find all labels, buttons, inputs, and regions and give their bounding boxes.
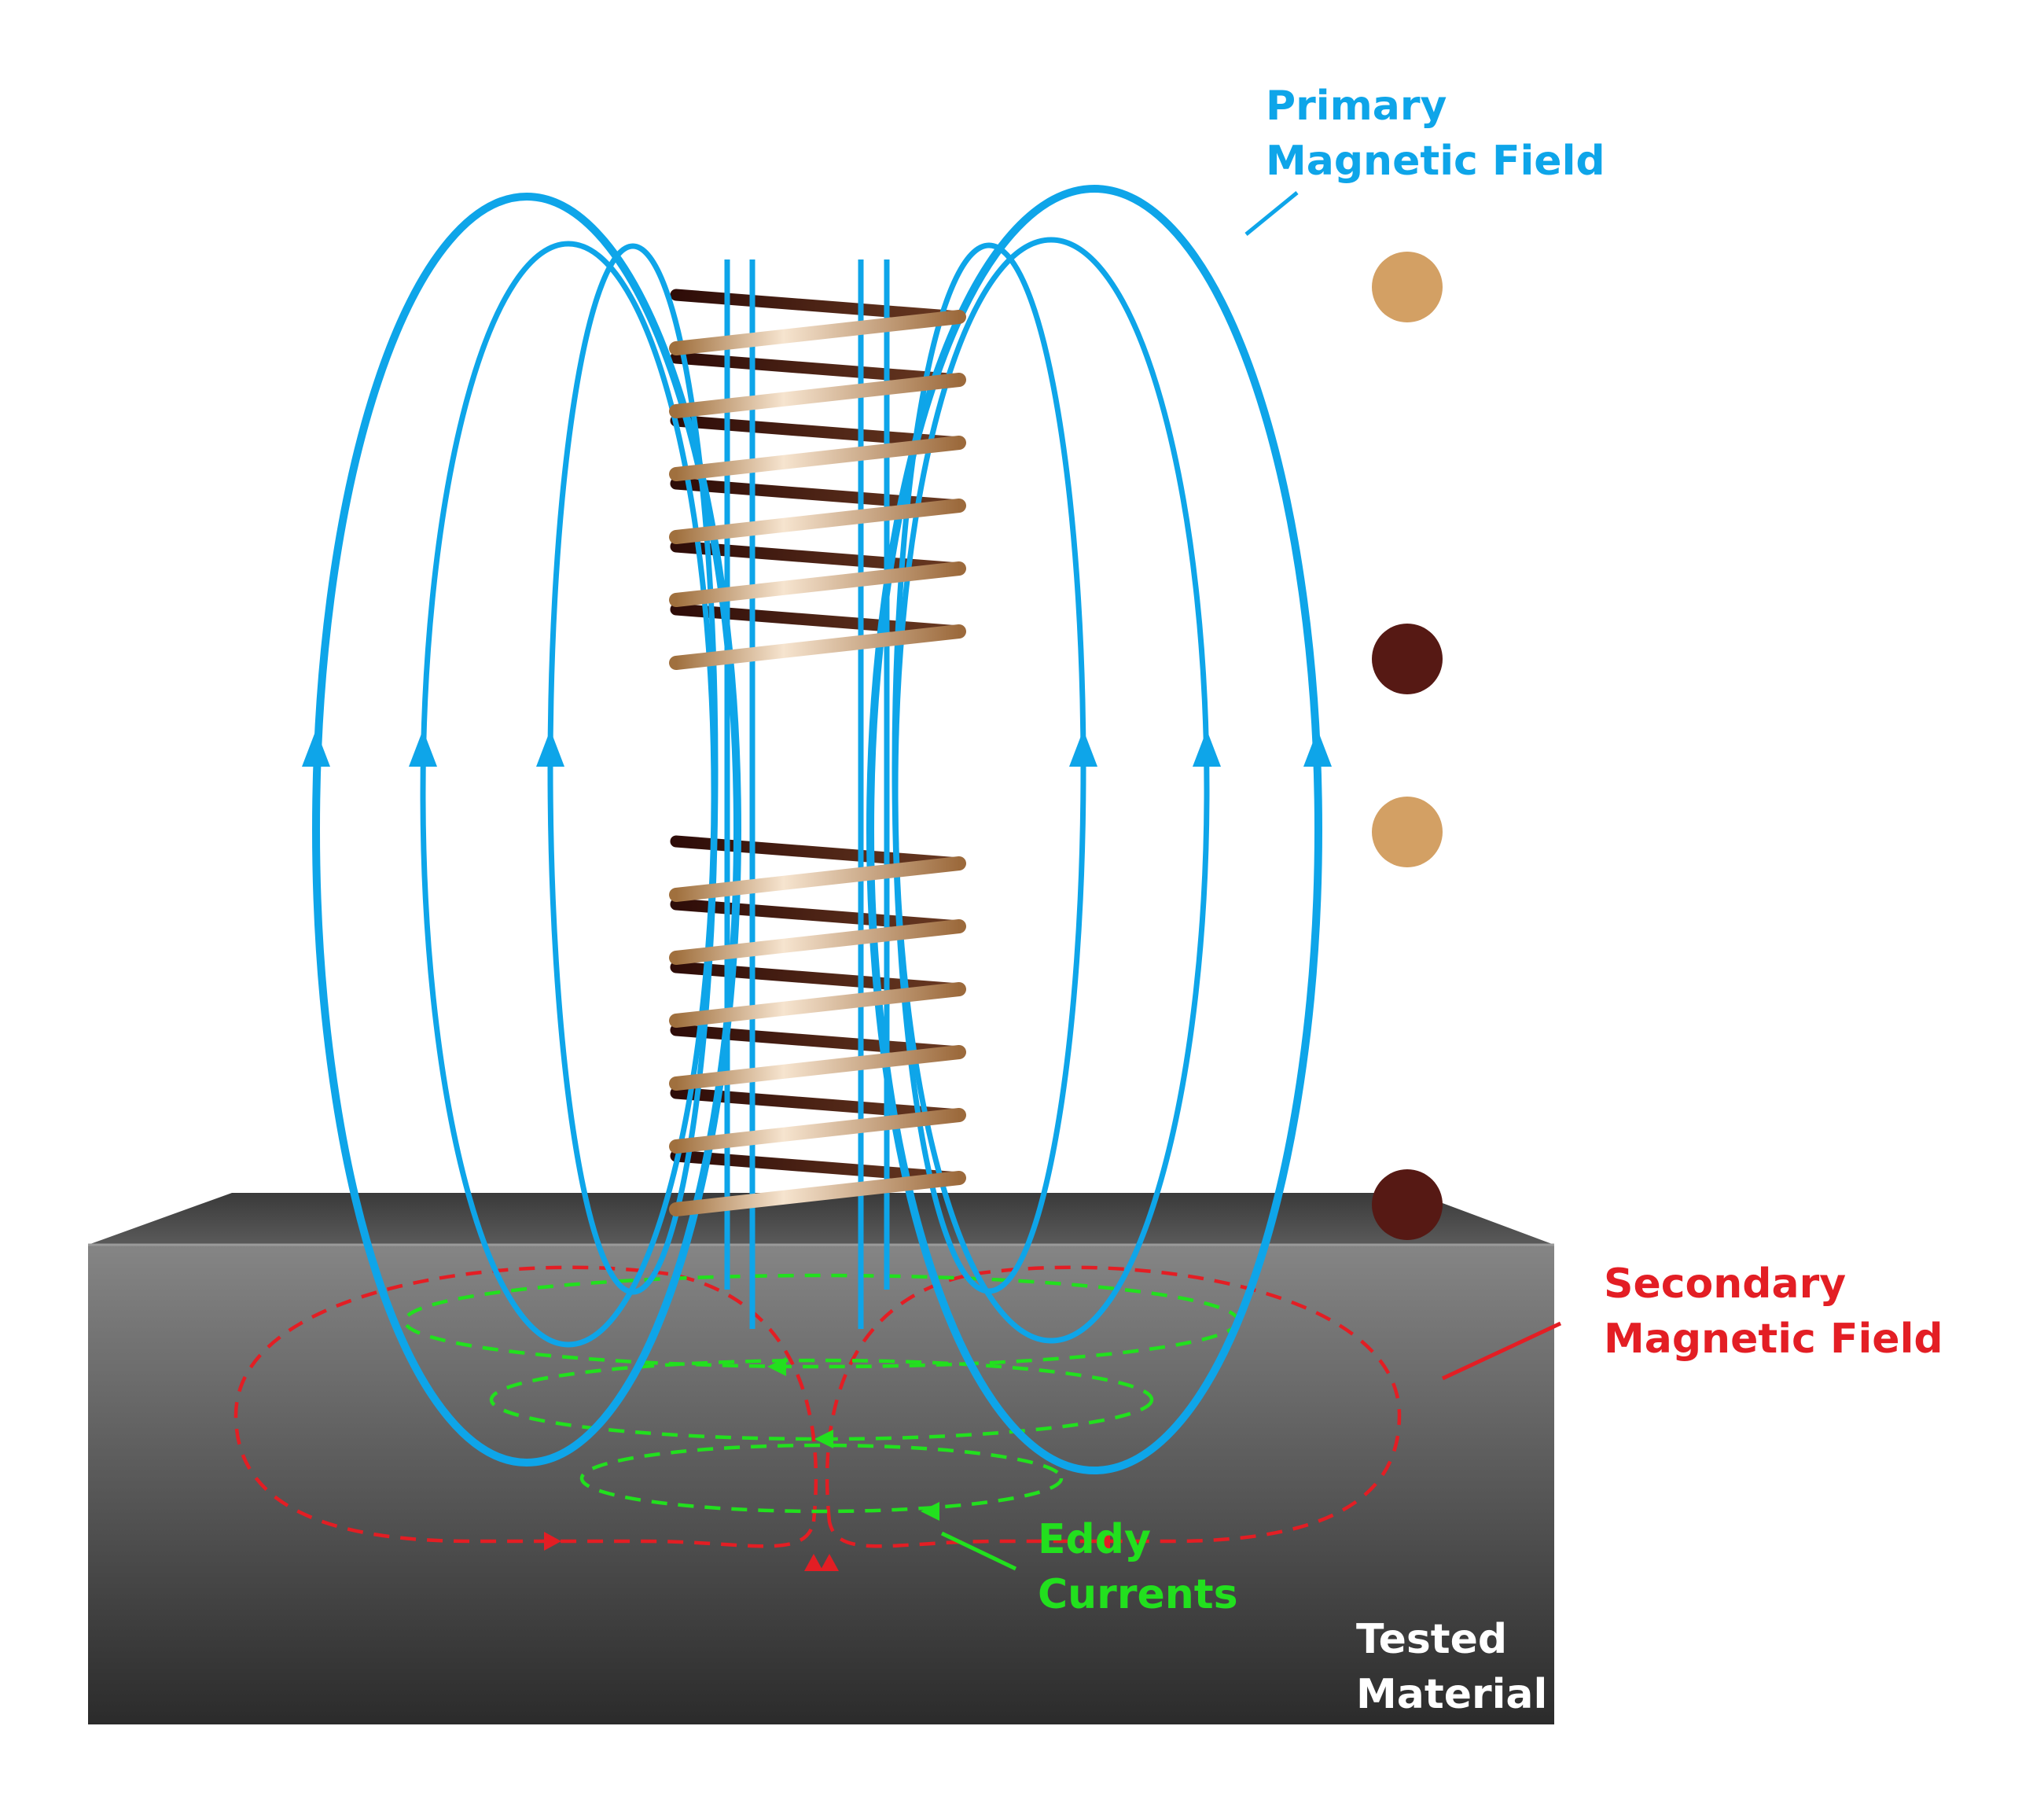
terminal-upper-light xyxy=(1372,252,1443,322)
secondary-field-lines xyxy=(233,1265,1402,1548)
coil-back-windings xyxy=(670,289,965,1184)
secondary-label-line1: Secondary xyxy=(1604,1260,1846,1308)
coil-terminals xyxy=(1372,252,1443,1240)
material-label-line1: Tested xyxy=(1356,1616,1507,1663)
eddy-arrow-icon xyxy=(921,1502,939,1521)
coil-front-windings xyxy=(669,310,966,1216)
eddy-label-line2: Currents xyxy=(1038,1571,1238,1618)
terminal-upper-dark xyxy=(1372,624,1443,694)
eddy-leader-line xyxy=(940,1531,1017,1571)
field-arrow-up-icon xyxy=(1193,730,1221,767)
field-arrow-up-icon xyxy=(409,730,437,767)
terminal-lower-light xyxy=(1372,797,1443,867)
primary-field-arrows xyxy=(302,730,1332,767)
secondary-label-line2: Magnetic Field xyxy=(1604,1316,1943,1363)
secondary-arrow-icon xyxy=(1093,1532,1110,1551)
field-loop-left-inner xyxy=(547,243,719,1295)
secondary-arrow-icon xyxy=(544,1532,561,1551)
terminal-lower-dark xyxy=(1372,1169,1443,1240)
field-arrow-up-icon xyxy=(302,730,330,767)
tested-material-label: Tested Material xyxy=(1356,1616,1547,1718)
field-loop-right-inner xyxy=(891,242,1086,1294)
tested-material-block xyxy=(88,1193,1554,1724)
eddy-currents-label: Eddy Currents xyxy=(1038,1516,1238,1618)
secondary-arrow-icon xyxy=(820,1554,839,1571)
coil-leads xyxy=(669,280,1410,1212)
secondary-loop-right xyxy=(825,1265,1402,1548)
eddy-arrow-icon xyxy=(767,1357,786,1376)
eddy-loop-inner xyxy=(579,1443,1064,1514)
secondary-field-arrows xyxy=(544,1532,1110,1571)
field-arrow-up-icon xyxy=(1303,730,1332,767)
secondary-loop-left xyxy=(233,1265,818,1548)
eddy-current-arrows xyxy=(767,1357,939,1521)
secondary-field-label: Secondary Magnetic Field xyxy=(1604,1260,1943,1363)
field-arrow-up-icon xyxy=(536,730,564,767)
primary-label-line2: Magnetic Field xyxy=(1266,138,1605,185)
secondary-leader-line xyxy=(1441,1321,1562,1381)
primary-field-label: Primary Magnetic Field xyxy=(1266,83,1605,185)
eddy-arrow-icon xyxy=(814,1430,833,1448)
secondary-arrow-icon xyxy=(804,1554,823,1571)
primary-leader-line xyxy=(1244,191,1299,236)
material-front-face xyxy=(88,1245,1554,1724)
primary-label-line1: Primary xyxy=(1266,83,1447,130)
eddy-loop-middle xyxy=(489,1358,1154,1441)
eddy-label-line1: Eddy xyxy=(1038,1516,1151,1563)
material-label-line2: Material xyxy=(1356,1671,1547,1718)
field-arrow-up-icon xyxy=(1069,730,1097,767)
